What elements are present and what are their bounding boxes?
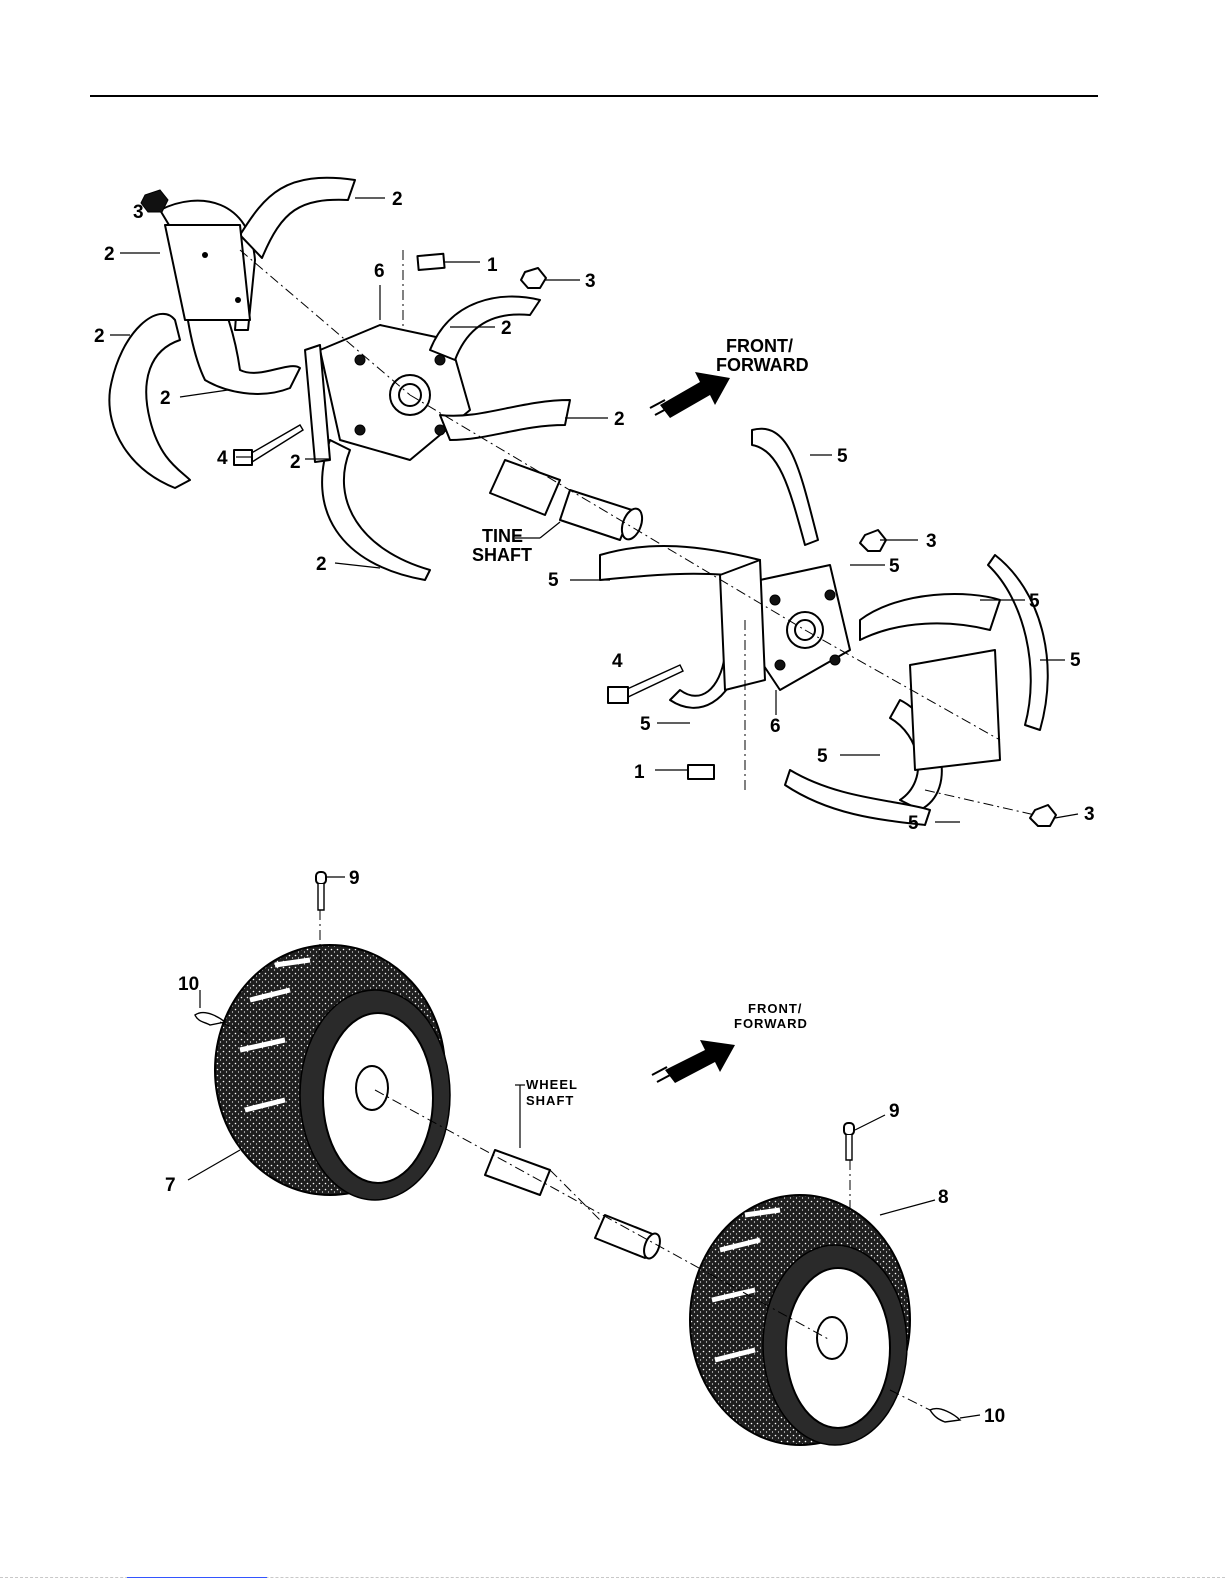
wheel-right xyxy=(690,1195,910,1445)
callout-3: 3 xyxy=(585,271,596,292)
callout-1: 1 xyxy=(634,762,645,783)
tine-left-outer xyxy=(109,314,190,488)
callout-9: 9 xyxy=(349,868,360,889)
front-forward-label-top: FORWARD xyxy=(716,355,809,375)
tine-shaft-label: SHAFT xyxy=(472,545,532,565)
wheel-shaft-label: SHAFT xyxy=(526,1093,574,1108)
clip-10-right xyxy=(930,1409,960,1422)
callout-2: 2 xyxy=(104,244,115,265)
callout-7: 7 xyxy=(165,1175,176,1196)
tine-bracket-left xyxy=(165,225,250,320)
tine-bracket-right xyxy=(910,650,1000,770)
callout-5: 5 xyxy=(889,556,900,577)
callout-2: 2 xyxy=(290,452,301,473)
footer-link-underline[interactable] xyxy=(127,1577,267,1578)
tine-left-top xyxy=(240,178,355,258)
tine-lower xyxy=(322,440,430,580)
wheel-left xyxy=(215,945,450,1200)
forward-arrow-bottom xyxy=(652,1040,735,1083)
callout-5: 5 xyxy=(908,813,919,834)
callout-2: 2 xyxy=(316,554,327,575)
bolt-1-bottom xyxy=(688,765,714,779)
callout-10: 10 xyxy=(984,1406,1005,1427)
callout-2: 2 xyxy=(94,326,105,347)
callout-3: 3 xyxy=(133,202,144,223)
callout-2: 2 xyxy=(160,388,171,409)
tine-5-right-up xyxy=(860,594,1000,640)
callout-5: 5 xyxy=(1029,591,1040,612)
front-forward-label-top: FRONT/ xyxy=(726,336,793,356)
callout-5: 5 xyxy=(817,746,828,767)
callout-5: 5 xyxy=(1070,650,1081,671)
callout-3: 3 xyxy=(1084,804,1095,825)
callout-5: 5 xyxy=(640,714,651,735)
front-forward-label-bottom: FRONT/ xyxy=(748,1001,802,1016)
tine-5-top xyxy=(752,429,818,545)
right-tine-assembly xyxy=(600,429,1056,826)
pin-9-right xyxy=(844,1123,854,1160)
callout-10: 10 xyxy=(178,974,199,995)
callout-8: 8 xyxy=(938,1187,949,1208)
tine-shaft-label: TINE xyxy=(482,526,523,546)
wheel-shaft-label: WHEEL xyxy=(526,1077,578,1092)
callout-5: 5 xyxy=(837,446,848,467)
callout-4: 4 xyxy=(217,448,228,469)
tine-right-up xyxy=(430,297,540,360)
pin-9-left xyxy=(316,872,326,910)
callout-5: 5 xyxy=(548,570,559,591)
forward-arrow-top xyxy=(650,372,730,418)
callout-2: 2 xyxy=(392,189,403,210)
nut-3-d xyxy=(1030,805,1056,826)
callout-6: 6 xyxy=(770,716,781,737)
wheel-shaft xyxy=(485,1150,663,1261)
callout-4: 4 xyxy=(612,651,623,672)
nut-3-a xyxy=(141,190,168,212)
clip-10-left xyxy=(195,1013,225,1025)
callout-2: 2 xyxy=(501,318,512,339)
callout-3: 3 xyxy=(926,531,937,552)
nut-3-b xyxy=(521,268,546,288)
callout-9: 9 xyxy=(889,1101,900,1122)
bolt-1-top xyxy=(417,254,444,270)
callout-6: 6 xyxy=(374,261,385,282)
front-forward-label-bottom: FORWARD xyxy=(734,1016,808,1031)
callout-2: 2 xyxy=(614,409,625,430)
callout-1: 1 xyxy=(487,255,498,276)
left-tine-assembly xyxy=(109,178,570,580)
